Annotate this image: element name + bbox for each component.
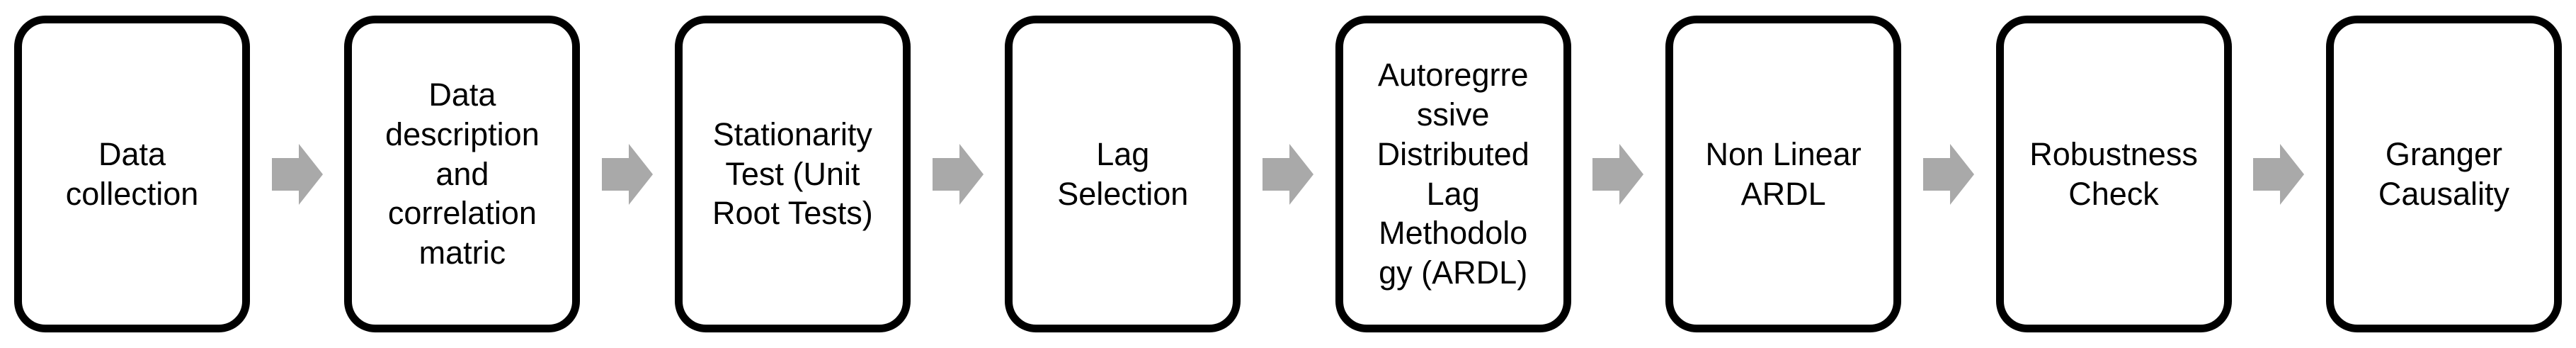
flow-connector bbox=[1241, 16, 1335, 332]
right-arrow-icon bbox=[1592, 143, 1644, 205]
right-arrow-shape bbox=[271, 143, 323, 205]
flow-step-label: Data collection bbox=[65, 135, 199, 212]
right-arrow-icon bbox=[602, 143, 654, 205]
flow-step-label: Data description and correlation matric bbox=[385, 77, 540, 271]
flow-step-stationarity-test: Stationarity Test (Unit Root Tests) bbox=[674, 16, 911, 332]
flow-connector bbox=[2232, 16, 2326, 332]
flow-step-label: Non Linear ARDL bbox=[1705, 135, 1862, 212]
right-arrow-icon bbox=[271, 143, 323, 205]
flow-step-label: Granger Causality bbox=[2378, 135, 2509, 212]
flow-connector bbox=[1901, 16, 1995, 332]
flow-step-lag-selection: Lag Selection bbox=[1005, 16, 1241, 332]
flow-step-label: Lag Selection bbox=[1057, 135, 1189, 212]
flow-step-ardl-methodology: Autoregrre ssive Distributed Lag Methodo… bbox=[1335, 16, 1571, 332]
right-arrow-shape bbox=[1262, 143, 1313, 205]
flowchart-row: Data collection Data description and cor… bbox=[14, 16, 2562, 332]
flow-step-label: Autoregrre ssive Distributed Lag Methodo… bbox=[1377, 57, 1529, 291]
flow-step-robustness-check: Robustness Check bbox=[1995, 16, 2232, 332]
flow-connector bbox=[1571, 16, 1665, 332]
right-arrow-shape bbox=[932, 143, 984, 205]
flow-step-label: Stationarity Test (Unit Root Tests) bbox=[712, 116, 873, 232]
right-arrow-icon bbox=[932, 143, 984, 205]
flow-step-granger-causality: Granger Causality bbox=[2325, 16, 2562, 332]
flow-connector bbox=[911, 16, 1005, 332]
right-arrow-icon bbox=[2253, 143, 2305, 205]
flow-step-label: Robustness Check bbox=[2029, 135, 2198, 212]
right-arrow-icon bbox=[1262, 143, 1313, 205]
flow-connector bbox=[580, 16, 674, 332]
right-arrow-icon bbox=[1922, 143, 1974, 205]
right-arrow-shape bbox=[2253, 143, 2305, 205]
flow-step-non-linear-ardl: Non Linear ARDL bbox=[1665, 16, 1902, 332]
right-arrow-shape bbox=[1592, 143, 1644, 205]
flow-step-data-collection: Data collection bbox=[14, 16, 250, 332]
right-arrow-shape bbox=[1922, 143, 1974, 205]
right-arrow-shape bbox=[602, 143, 654, 205]
flow-connector bbox=[250, 16, 344, 332]
flow-step-data-description-correlation: Data description and correlation matric bbox=[344, 16, 581, 332]
